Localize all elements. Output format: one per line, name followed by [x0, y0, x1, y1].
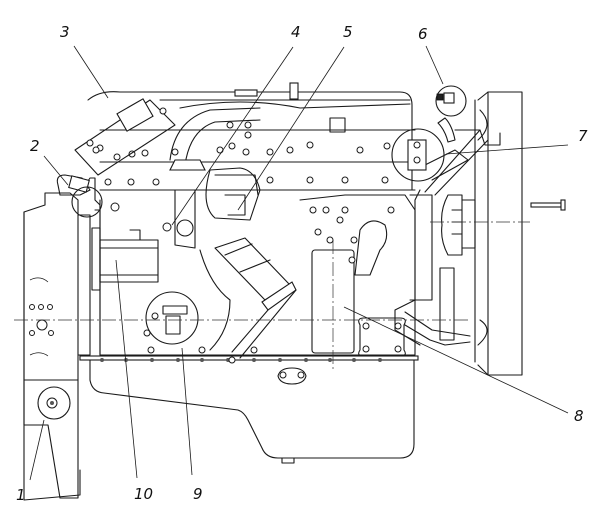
- engine-block: [79, 177, 421, 362]
- turbocharger: [162, 107, 261, 249]
- callout-9: 9: [193, 485, 203, 503]
- callout-5: 5: [343, 23, 353, 41]
- callout-8: 8: [574, 407, 584, 425]
- exhaust-elbow: [199, 237, 297, 364]
- fuel-filter-module: [56, 98, 176, 218]
- oil-pan: [89, 359, 415, 464]
- callout-4: 4: [291, 23, 301, 41]
- head-bolts: [96, 121, 391, 186]
- fan-assembly: [439, 91, 566, 376]
- front-cover: [299, 149, 471, 346]
- callout-6: 6: [418, 25, 428, 43]
- callout-1: 1: [16, 486, 26, 504]
- thermostat-housing: [391, 85, 501, 196]
- oil-filter: [311, 240, 406, 372]
- callout-3: 3: [60, 23, 70, 41]
- callout-labels: 1 2 3 4 5 6 7 8 9 10: [16, 23, 588, 504]
- callout-10: 10: [134, 485, 153, 503]
- callout-2: 2: [30, 137, 40, 155]
- callout-7: 7: [578, 127, 588, 145]
- flywheel-housing: [23, 192, 91, 501]
- leader-lines: [29, 45, 569, 481]
- oil-sensor-module: [143, 291, 199, 345]
- starter-motor: [91, 227, 159, 291]
- cylinder-head: [87, 82, 416, 191]
